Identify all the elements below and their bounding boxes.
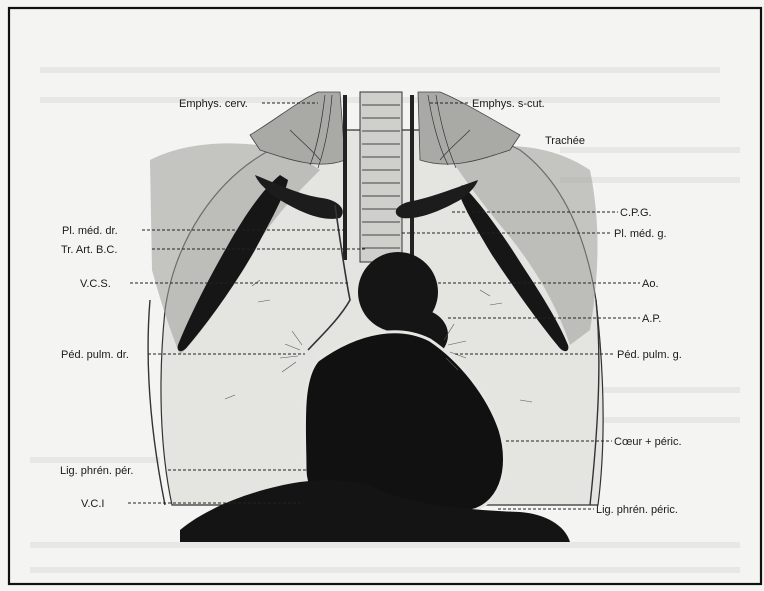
label-lig-phren-peric: Lig. phrén. péric. (596, 504, 678, 516)
label-pl-med-dr: Pl. méd. dr. (62, 225, 118, 237)
label-emphys-scut: Emphys. s-cut. (472, 98, 545, 110)
label-ao: Ao. (642, 278, 659, 290)
label-trachee: Trachée (545, 135, 585, 147)
label-vcs: V.C.S. (80, 278, 111, 290)
label-coeur-peric: Cœur + péric. (614, 436, 682, 448)
label-tr-art-bc: Tr. Art. B.C. (61, 244, 117, 256)
label-emphys-cerv: Emphys. cerv. (179, 98, 248, 110)
label-ped-pulm-g: Péd. pulm. g. (617, 349, 682, 361)
label-pl-med-g: Pl. méd. g. (614, 228, 667, 240)
label-cpg: C.P.G. (620, 207, 652, 219)
label-lig-phren-per: Lig. phrén. pér. (60, 465, 133, 477)
label-ap: A.P. (642, 313, 661, 325)
label-vci: V.C.I (81, 498, 104, 510)
label-ped-pulm-dr: Péd. pulm. dr. (61, 349, 129, 361)
